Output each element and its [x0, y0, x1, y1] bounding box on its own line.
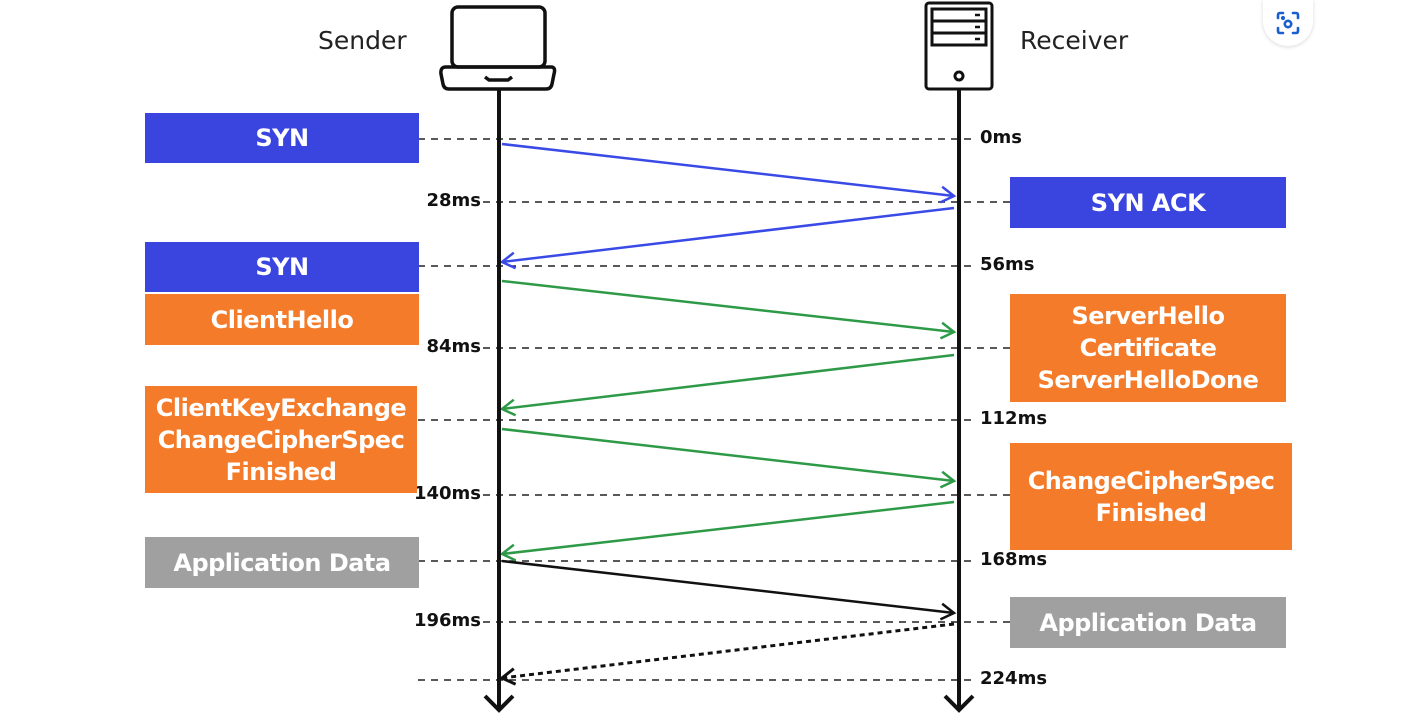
receiver-message-tcp: SYN ACK: [1010, 177, 1286, 228]
time-label: 196ms: [413, 610, 481, 631]
receiver-lifeline: [943, 89, 975, 713]
message-arrow-sender-to-receiver: [501, 427, 957, 489]
server-icon: [924, 1, 994, 91]
arrowhead: [939, 602, 957, 621]
time-label: 168ms: [980, 549, 1048, 570]
message-arrow-sender-to-receiver: [501, 279, 957, 340]
message-arrow-sender-to-receiver: [501, 142, 957, 204]
sender-message-tcp: SYN: [145, 242, 419, 292]
sender-message-tcp: SYN: [145, 113, 419, 163]
time-label: 84ms: [426, 336, 481, 357]
arrowhead: [499, 398, 517, 417]
sender-label: Sender: [318, 26, 407, 55]
receiver-label: Receiver: [1020, 26, 1129, 55]
arrowhead: [939, 470, 957, 489]
time-label: 56ms: [980, 254, 1035, 275]
time-label: 224ms: [980, 668, 1048, 689]
laptop-icon: [439, 5, 557, 91]
message-arrow-sender-to-receiver: [501, 559, 957, 621]
receiver-message-tls: ChangeCipherSpec Finished: [1010, 443, 1292, 550]
sender-message-tls: ClientHello: [145, 294, 419, 345]
message-arrow-receiver-to-sender: [499, 622, 955, 686]
time-label: 140ms: [413, 483, 481, 504]
sender-lifeline: [483, 89, 515, 713]
message-arrow-receiver-to-sender: [499, 353, 955, 417]
arrowhead: [939, 185, 957, 204]
message-arrow-receiver-to-sender: [499, 206, 955, 270]
time-label: 0ms: [980, 127, 1022, 148]
receiver-message-app: Application Data: [1010, 597, 1286, 648]
time-label: 28ms: [426, 190, 481, 211]
sender-message-tls: ClientKeyExchange ChangeCipherSpec Finis…: [145, 386, 417, 493]
arrowhead: [939, 321, 957, 340]
receiver-message-tls: ServerHello Certificate ServerHelloDone: [1010, 294, 1286, 402]
arrowhead: [499, 667, 517, 686]
sender-message-app: Application Data: [145, 537, 419, 588]
visual-search-icon: [1276, 11, 1300, 35]
arrowhead: [499, 251, 517, 270]
visual-search-button[interactable]: [1263, 0, 1313, 46]
message-arrow-receiver-to-sender: [499, 500, 955, 562]
arrowhead: [499, 543, 517, 562]
time-label: 112ms: [980, 408, 1048, 429]
